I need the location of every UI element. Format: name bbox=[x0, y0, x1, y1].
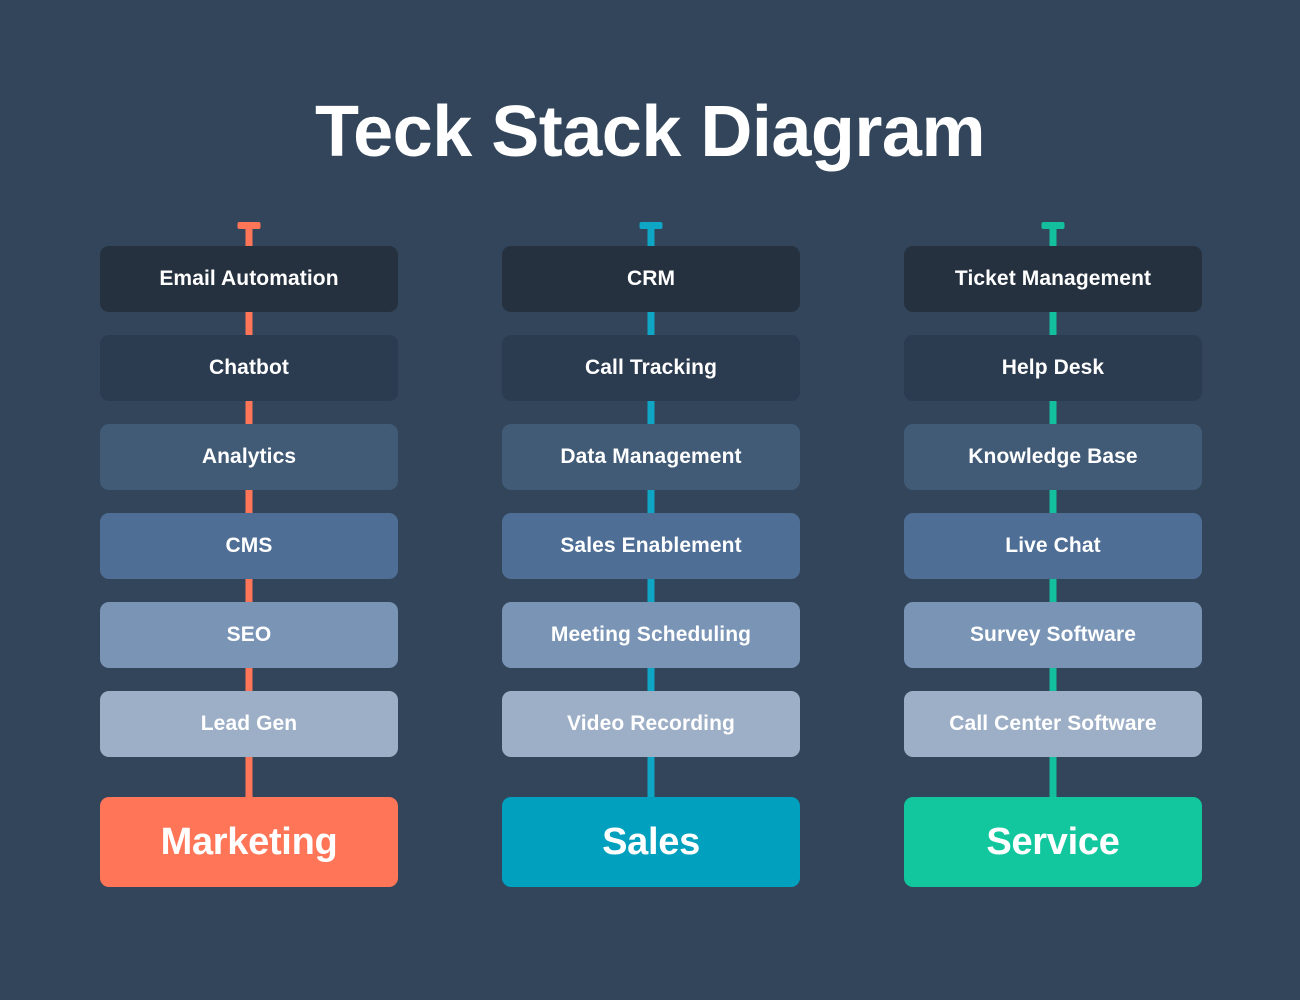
category-label: Service bbox=[986, 820, 1120, 863]
tier-box[interactable]: Live Chat bbox=[904, 513, 1202, 579]
tier-label: Call Tracking bbox=[584, 356, 718, 379]
stack-columns: Email Automation Chatbot Analytics CMS S… bbox=[100, 222, 1202, 892]
tier-label: Lead Gen bbox=[200, 712, 298, 735]
tier-label: Email Automation bbox=[159, 267, 339, 290]
tier-label: Video Recording bbox=[567, 712, 735, 735]
category-footer-service[interactable]: Service bbox=[904, 797, 1202, 887]
tier-label: Sales Enablement bbox=[560, 534, 742, 557]
tier-box[interactable]: CRM bbox=[502, 246, 800, 312]
tier-label: Ticket Management bbox=[954, 267, 1152, 290]
tier-label: Help Desk bbox=[1001, 356, 1105, 379]
stack-column-service: Ticket Management Help Desk Knowledge Ba… bbox=[904, 222, 1202, 892]
tier-stack-marketing: Email Automation Chatbot Analytics CMS S… bbox=[100, 246, 398, 780]
tier-label: Chatbot bbox=[208, 356, 289, 379]
tier-box[interactable]: Sales Enablement bbox=[502, 513, 800, 579]
tier-box[interactable]: SEO bbox=[100, 602, 398, 668]
stack-column-marketing: Email Automation Chatbot Analytics CMS S… bbox=[100, 222, 398, 892]
tier-stack-sales: CRM Call Tracking Data Management Sales … bbox=[502, 246, 800, 780]
connector-cap-icon-sales bbox=[639, 222, 663, 229]
tier-box[interactable]: Data Management bbox=[502, 424, 800, 490]
category-label: Marketing bbox=[160, 820, 338, 863]
tier-box[interactable]: Knowledge Base bbox=[904, 424, 1202, 490]
category-footer-sales[interactable]: Sales bbox=[502, 797, 800, 887]
tier-label: CMS bbox=[225, 534, 273, 557]
tier-label: Analytics bbox=[201, 445, 297, 468]
tier-stack-service: Ticket Management Help Desk Knowledge Ba… bbox=[904, 246, 1202, 780]
stack-column-sales: CRM Call Tracking Data Management Sales … bbox=[502, 222, 800, 892]
connector-cap-icon-marketing bbox=[237, 222, 261, 229]
tier-box[interactable]: Call Tracking bbox=[502, 335, 800, 401]
tier-box[interactable]: Help Desk bbox=[904, 335, 1202, 401]
tier-box[interactable]: Lead Gen bbox=[100, 691, 398, 757]
tier-box[interactable]: Meeting Scheduling bbox=[502, 602, 800, 668]
category-footer-marketing[interactable]: Marketing bbox=[100, 797, 398, 887]
tier-box[interactable]: Chatbot bbox=[100, 335, 398, 401]
category-label: Sales bbox=[602, 820, 700, 863]
tier-box[interactable]: Analytics bbox=[100, 424, 398, 490]
tier-label: Knowledge Base bbox=[968, 445, 1138, 468]
tier-label: CRM bbox=[626, 267, 676, 290]
tier-box[interactable]: Video Recording bbox=[502, 691, 800, 757]
tier-label: SEO bbox=[226, 623, 272, 646]
tier-label: Call Center Software bbox=[949, 712, 1157, 735]
tier-label: Meeting Scheduling bbox=[550, 623, 752, 646]
tier-label: Live Chat bbox=[1005, 534, 1101, 557]
page-title: Teck Stack Diagram bbox=[314, 92, 986, 172]
tier-box[interactable]: Ticket Management bbox=[904, 246, 1202, 312]
tier-box[interactable]: Call Center Software bbox=[904, 691, 1202, 757]
connector-cap-icon-service bbox=[1041, 222, 1065, 229]
tier-box[interactable]: Email Automation bbox=[100, 246, 398, 312]
tier-label: Data Management bbox=[560, 445, 742, 468]
tier-box[interactable]: CMS bbox=[100, 513, 398, 579]
tier-box[interactable]: Survey Software bbox=[904, 602, 1202, 668]
tier-label: Survey Software bbox=[969, 623, 1137, 646]
